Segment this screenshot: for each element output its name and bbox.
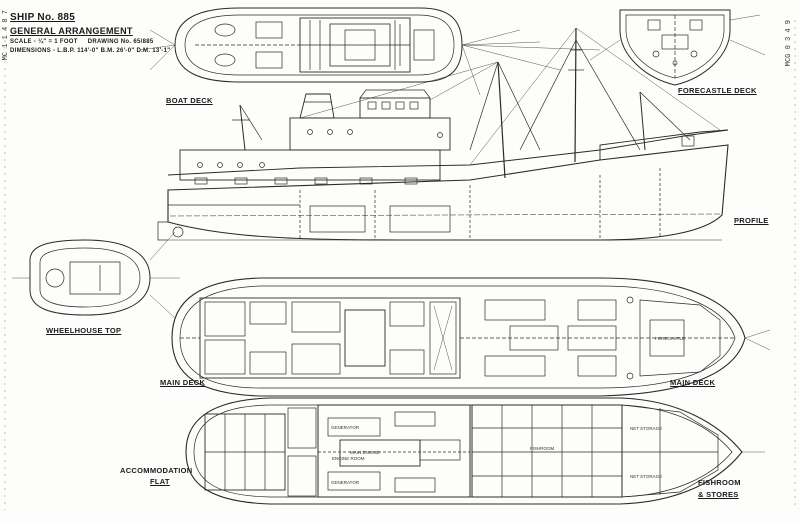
generator-1-label: GENERATOR [331, 425, 360, 430]
title-block: SHIP No. 885 GENERAL ARRANGEMENT SCALE -… [10, 12, 170, 54]
profile-label: PROFILE [734, 216, 769, 225]
drawing-number: DRAWING No. 65/885 [87, 39, 154, 45]
main-engine-label: MAIN ENGINE [350, 450, 380, 455]
ship-number: SHIP No. 885 [10, 12, 76, 23]
left-margin-mark: MC 1 1 4 8 7 [2, 10, 10, 61]
forecastle-label: FORECASTLE [655, 336, 685, 341]
wheelhouse-top-plan [12, 231, 180, 319]
engine-room-label: ENGINE ROOM [332, 456, 365, 461]
net-store-1-label: NET STORAGE [630, 426, 662, 431]
fishroom-label: FISHROOM [530, 446, 555, 451]
boat-deck-label: BOAT DECK [166, 96, 213, 105]
dimensions-note: DIMENSIONS - L.B.P. 114'-0" B.M. 26'-0" … [10, 48, 171, 54]
main-deck-plan [171, 277, 771, 397]
accommodation-flat-label-line2: FLAT [150, 477, 170, 486]
wheelhouse-top-label: WHEELHOUSE TOP [46, 326, 122, 335]
accommodation-flat-plan [185, 397, 765, 505]
right-margin-mark: MCG 0 3 4 9 [785, 20, 793, 67]
scale-note: SCALE - ¼" = 1 FOOT [10, 39, 78, 45]
forecastle-deck-plan [589, 9, 766, 86]
boat-deck-plan [139, 7, 601, 96]
profile-view [157, 27, 729, 241]
main-deck-aft-label: MAIN DECK [160, 378, 206, 387]
forecastle-deck-label: FORECASTLE DECK [678, 86, 757, 95]
drawing-title: GENERAL ARRANGEMENT [10, 26, 133, 36]
generator-2-label: GENERATOR [331, 480, 360, 485]
net-store-2-label: NET STORAGE [630, 474, 662, 479]
fishroom-label-line1: FISHROOM [698, 478, 741, 487]
main-deck-fwd-label: MAIN DECK [670, 378, 716, 387]
room-labels: ENGINE ROOM FISHROOM GENERATOR GENERATOR… [331, 336, 685, 485]
fishroom-label-line2: & STORES [698, 490, 739, 499]
accommodation-flat-label-line1: ACCOMMODATION [120, 466, 193, 475]
